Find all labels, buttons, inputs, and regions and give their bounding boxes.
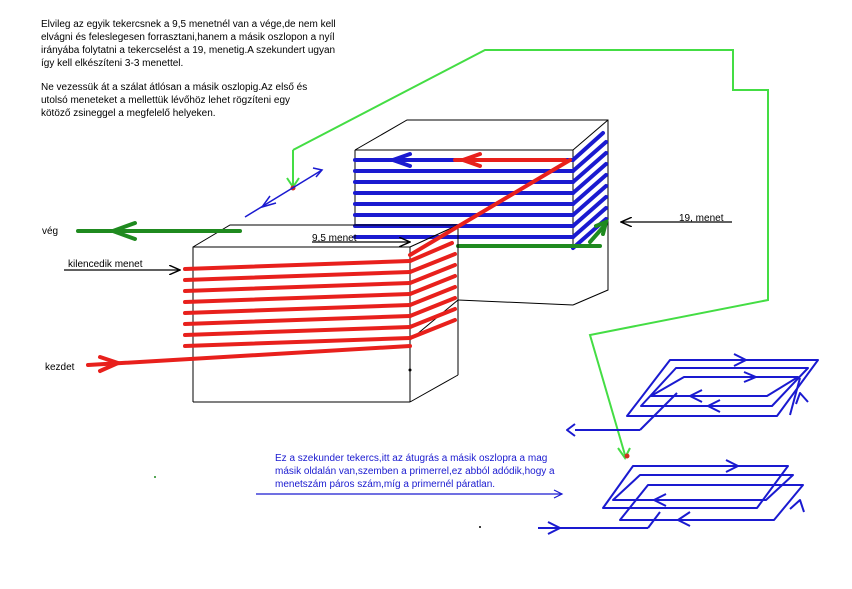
stray-dot-black xyxy=(479,526,481,528)
jump-end-dot xyxy=(624,453,630,459)
secondary-text-arrow xyxy=(256,489,564,499)
jump-path xyxy=(286,49,769,460)
front-winding xyxy=(86,158,572,373)
ninth-turn-label: kilencedik menet xyxy=(68,259,143,270)
end-lead xyxy=(76,221,242,241)
start-label: kezdet xyxy=(45,362,75,373)
end-label: vég xyxy=(42,226,58,237)
second-explanation: Ne vezessük át a szálat átlósan a másik … xyxy=(41,82,308,119)
secondary-coil-explanation: Ez a szekunder tekercs,itt az átugrás a … xyxy=(275,453,555,490)
label-arrows xyxy=(64,222,732,270)
turn-19-label: 19, menet xyxy=(679,213,724,224)
turn-9-5-label: 9,5 menet xyxy=(312,233,357,244)
stray-dot-green xyxy=(154,476,156,478)
back-red-line xyxy=(453,152,567,168)
back-green-lead xyxy=(456,218,609,248)
top-explanation: Elvileg az egyik tekercsnek a 9,5 menetn… xyxy=(41,19,336,69)
secondary-coil-upper xyxy=(566,353,819,437)
secondary-coil-lower xyxy=(538,459,805,535)
back-core-block xyxy=(354,119,609,306)
jump-direction-arrow xyxy=(244,167,324,218)
